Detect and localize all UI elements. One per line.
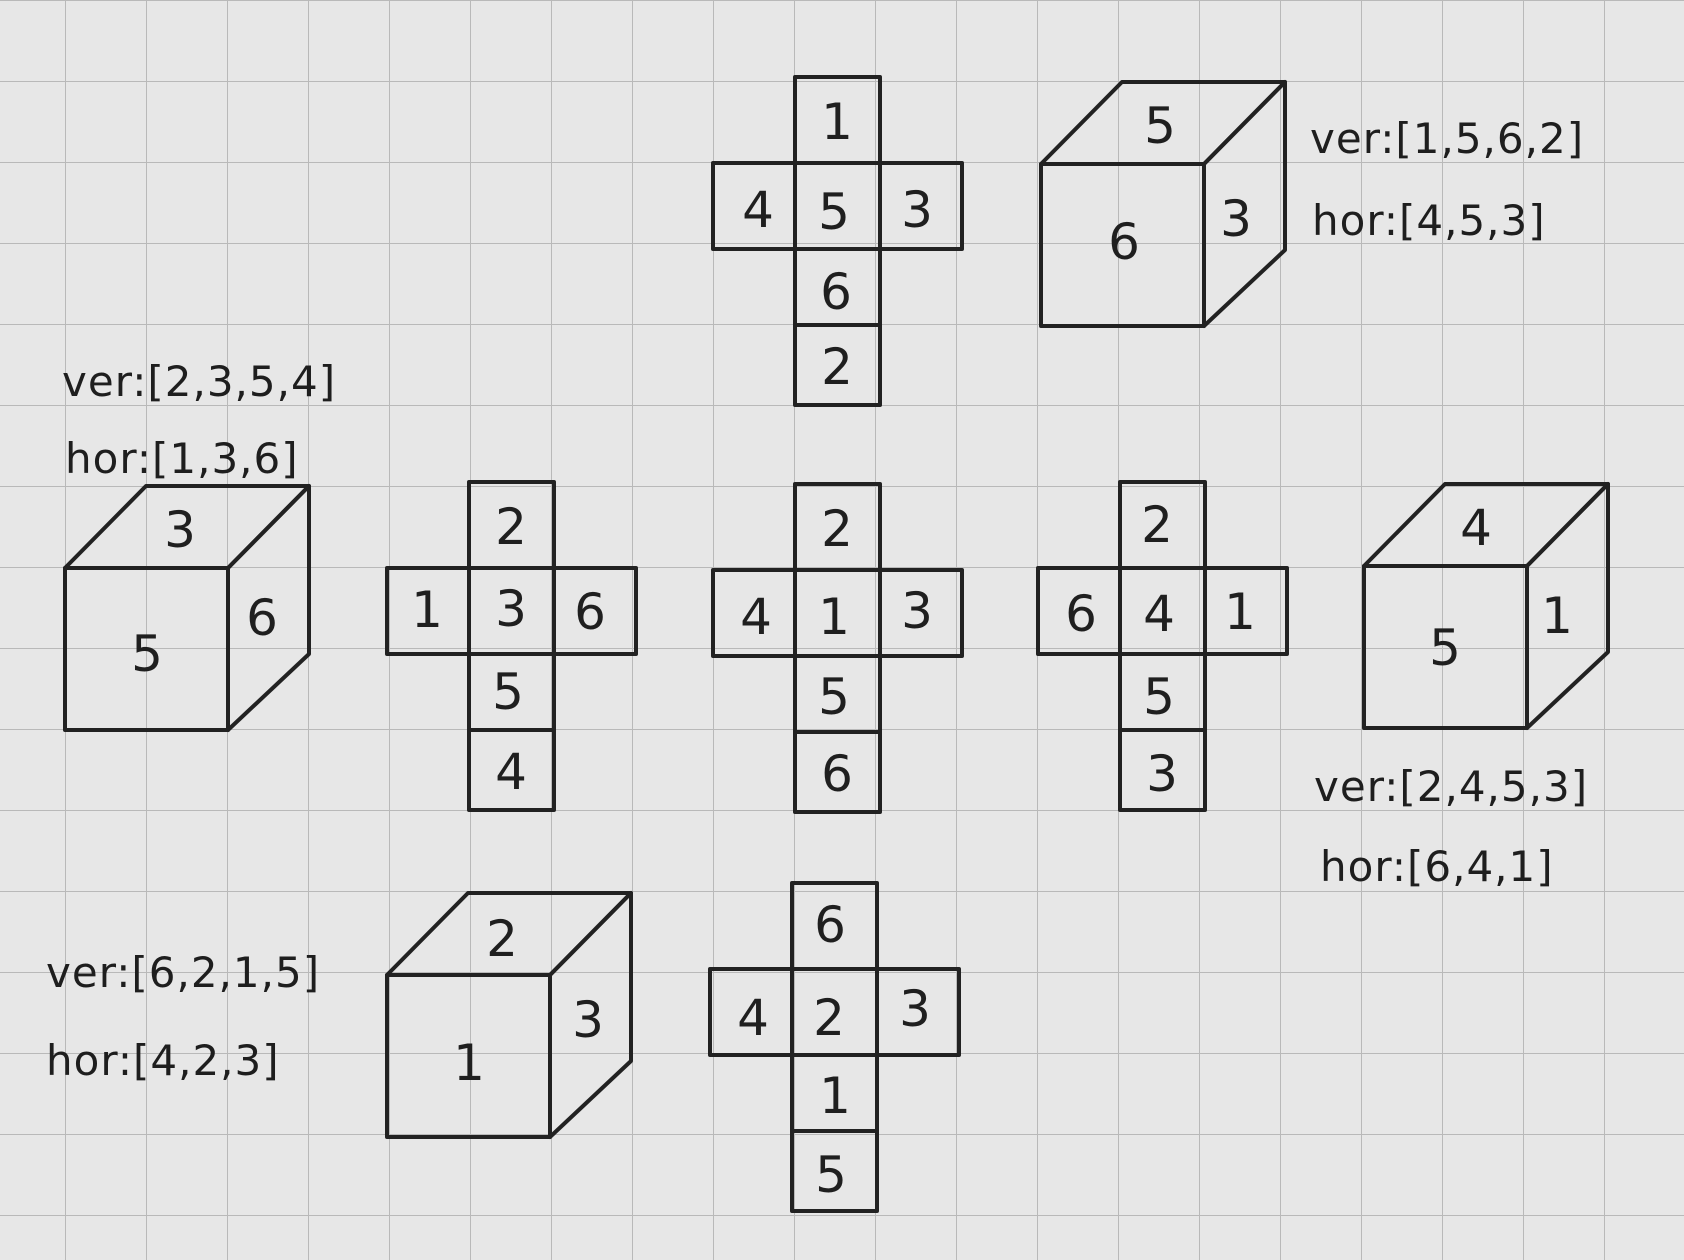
cube-label-top: 5 [1144,97,1176,155]
net-label-top: 2 [821,500,853,558]
cube-label-top: 2 [486,910,518,968]
cube-label-front: 6 [1108,213,1140,271]
net-label-bottom2: 6 [821,745,853,803]
net-label-center: 4 [1143,585,1175,643]
note-1-hor: hor:[4,5,3] [1312,196,1546,245]
net-4: 2 6 4 1 5 3 [1036,480,1289,812]
cube-side-face [226,484,311,732]
cube-label-side: 3 [1220,190,1252,248]
net-label-bottom1: 5 [818,668,850,726]
cube-side-face [1525,482,1610,730]
cube-1: 5 6 3 [1039,80,1287,328]
net-label-top: 1 [821,93,853,151]
note-4-ver: ver:[6,2,1,5] [46,948,321,997]
net-label-bottom1: 6 [820,263,852,321]
net-3: 2 4 1 3 5 6 [711,482,964,814]
net-1: 1 4 5 3 6 2 [711,75,964,407]
cube-label-front: 1 [453,1034,485,1092]
cube-label-side: 1 [1541,587,1573,645]
net-label-bottom1: 1 [819,1067,851,1125]
net-face-right [1203,566,1289,656]
net-label-right: 3 [901,181,933,239]
net-face-right [875,967,961,1057]
net-label-right: 3 [901,582,933,640]
cube-label-top: 3 [164,501,196,559]
net-label-bottom1: 5 [492,663,524,721]
net-face-bottom2 [793,323,882,407]
cube-3: 4 5 1 [1362,482,1610,730]
net-label-top: 6 [814,896,846,954]
cube-label-side: 3 [572,991,604,1049]
net-face-right [552,566,638,656]
note-4-hor: hor:[4,2,3] [46,1036,280,1085]
net-label-center: 1 [818,588,850,646]
net-label-center: 5 [818,183,850,241]
net-label-left: 1 [411,581,443,639]
net-label-left: 4 [740,588,772,646]
net-label-bottom2: 3 [1146,745,1178,803]
net-label-left: 6 [1065,585,1097,643]
net-face-right [878,161,964,251]
net-label-top: 2 [1141,496,1173,554]
net-5: 6 4 2 3 1 5 [708,881,961,1213]
cube-label-front: 5 [131,625,163,683]
net-label-bottom2: 4 [495,743,527,801]
note-2-hor: hor:[1,3,6] [65,434,299,483]
cube-side-face [1202,80,1287,328]
net-face-right [878,568,964,658]
net-label-center: 2 [813,989,845,1047]
cube-side-face [548,891,633,1139]
net-label-right: 3 [899,980,931,1038]
net-label-top: 2 [495,498,527,556]
cube-4: 2 1 3 [385,891,633,1139]
note-3-ver: ver:[2,4,5,3] [1314,762,1589,811]
cube-label-front: 5 [1429,619,1461,677]
net-2: 2 1 3 6 5 4 [385,480,638,812]
net-face-bottom2 [790,1129,879,1213]
cube-2: 3 5 6 [63,484,311,732]
note-3-hor: hor:[6,4,1] [1320,842,1554,891]
net-label-center: 3 [495,580,527,638]
cube-label-top: 4 [1460,499,1492,557]
net-label-bottom2: 2 [821,338,853,396]
net-face-bottom2 [467,728,556,812]
cube-label-side: 6 [246,589,278,647]
net-label-left: 4 [737,989,769,1047]
note-2-ver: ver:[2,3,5,4] [62,357,337,406]
net-label-bottom2: 5 [815,1146,847,1204]
net-face-bottom2 [793,730,882,814]
net-label-left: 4 [742,181,774,239]
net-label-right: 1 [1224,583,1256,641]
net-label-right: 6 [574,583,606,641]
net-label-bottom1: 5 [1143,668,1175,726]
note-1-ver: ver:[1,5,6,2] [1310,114,1585,163]
net-face-bottom2 [1118,728,1207,812]
